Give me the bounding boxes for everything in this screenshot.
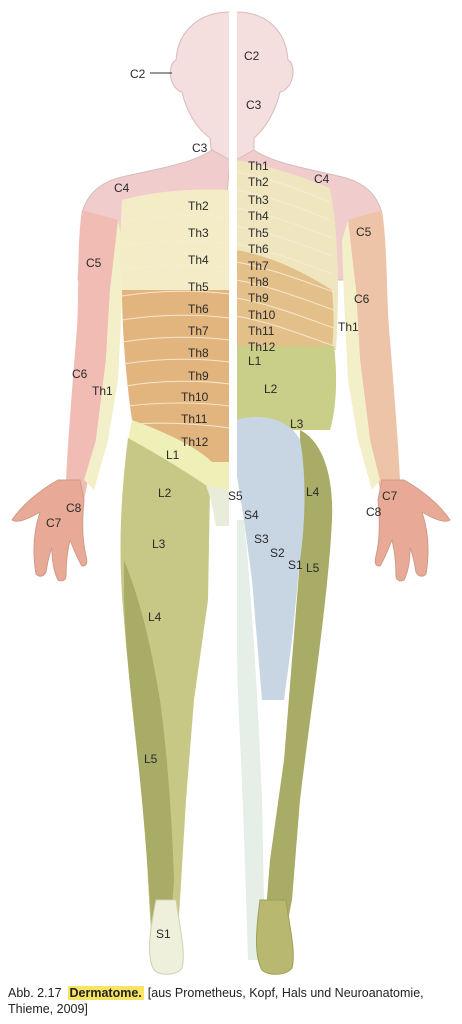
head-right bbox=[235, 11, 294, 161]
label-th12-front: Th12 bbox=[181, 435, 209, 449]
label-c4-right: C4 bbox=[314, 172, 330, 186]
pelvis-left bbox=[128, 420, 230, 490]
label-th7-front: Th7 bbox=[188, 324, 209, 338]
label-c7-right: C7 bbox=[382, 489, 398, 503]
label-th3-back: Th3 bbox=[248, 193, 269, 207]
leg-left bbox=[120, 438, 210, 962]
leg-right-medial bbox=[236, 520, 264, 960]
head-left bbox=[169, 11, 231, 161]
label-th1-right-arm: Th1 bbox=[338, 320, 359, 334]
label-th7-back: Th7 bbox=[248, 259, 269, 273]
caption-number: Abb. 2.17 bbox=[8, 986, 62, 1000]
label-c2-left: C2 bbox=[130, 67, 146, 81]
label-th1-back: Th1 bbox=[248, 159, 269, 173]
arm-inner-right bbox=[342, 220, 380, 490]
leg-right-lateral bbox=[262, 430, 333, 960]
label-th6-front: Th6 bbox=[188, 302, 209, 316]
figure-caption: Abb. 2.17 Dermatome.[aus Prometheus, Kopf… bbox=[8, 985, 454, 1017]
label-l3-left: L3 bbox=[152, 537, 166, 551]
back-lines-right bbox=[235, 171, 335, 347]
label-c7-left: C7 bbox=[46, 516, 62, 530]
body-right-half bbox=[235, 11, 451, 975]
back-thoracic-lower-right bbox=[236, 250, 334, 350]
torso-lower-left bbox=[122, 290, 230, 462]
label-th5-front: Th5 bbox=[188, 280, 209, 294]
label-th6-back: Th6 bbox=[248, 242, 269, 256]
label-th4-back: Th4 bbox=[248, 209, 269, 223]
sacral-right bbox=[236, 416, 308, 700]
label-th11-back: Th11 bbox=[248, 324, 275, 338]
label-c6-right: C6 bbox=[354, 292, 370, 306]
label-th12-back: Th12 bbox=[248, 340, 276, 354]
thoracic-lines-left bbox=[121, 214, 231, 429]
label-c6-left: C6 bbox=[72, 367, 88, 381]
dermatome-diagram: C2 C2 C3 C3 C4 C4 C5 C5 C6 C6 C7 C7 C8 C… bbox=[11, 0, 451, 978]
groin-left bbox=[206, 486, 230, 526]
label-c4-left: C4 bbox=[114, 181, 130, 195]
hand-right bbox=[374, 479, 451, 582]
label-l3-right: L3 bbox=[290, 417, 304, 431]
label-th2-back: Th2 bbox=[248, 175, 269, 189]
label-c5-left: C5 bbox=[86, 256, 102, 270]
leg-left-l4 bbox=[124, 560, 174, 962]
hand-left bbox=[11, 479, 88, 582]
label-th5-back: Th5 bbox=[248, 226, 269, 240]
foot-right bbox=[256, 899, 294, 975]
label-s1-right: S1 bbox=[288, 558, 303, 572]
label-c3-right: C3 bbox=[246, 98, 262, 112]
label-c8-left: C8 bbox=[66, 501, 82, 515]
body-left-half bbox=[11, 11, 231, 975]
label-l4-right: L4 bbox=[306, 485, 320, 499]
label-c2-right: C2 bbox=[244, 49, 260, 63]
label-l5-right: L5 bbox=[306, 561, 320, 575]
arm-inner-left bbox=[84, 220, 122, 490]
lumbar-right bbox=[236, 346, 337, 430]
label-th8-back: Th8 bbox=[248, 275, 269, 289]
label-th8-front: Th8 bbox=[188, 346, 209, 360]
label-th9-front: Th9 bbox=[188, 369, 209, 383]
label-th1-left: Th1 bbox=[92, 384, 113, 398]
label-th11-front: Th11 bbox=[181, 412, 208, 426]
label-s5: S5 bbox=[228, 489, 243, 503]
label-th3-front: Th3 bbox=[188, 226, 209, 240]
torso-upper-left bbox=[120, 189, 230, 300]
foot-left bbox=[149, 899, 184, 975]
label-l1-front: L1 bbox=[166, 448, 180, 462]
label-s1-left: S1 bbox=[156, 927, 171, 941]
label-c3-left: C3 bbox=[192, 141, 208, 155]
label-s2: S2 bbox=[270, 546, 285, 560]
caption-title: Dermatome. bbox=[67, 986, 144, 1000]
label-th10-back: Th10 bbox=[248, 308, 276, 322]
label-s4: S4 bbox=[244, 508, 259, 522]
label-s3: S3 bbox=[254, 532, 269, 546]
label-l2-left: L2 bbox=[158, 486, 172, 500]
label-c8-right: C8 bbox=[366, 505, 382, 519]
label-th9-back: Th9 bbox=[248, 291, 269, 305]
label-th10-front: Th10 bbox=[181, 390, 209, 404]
label-th4-front: Th4 bbox=[188, 253, 209, 267]
dermatome-labels: C2 C2 C3 C3 C4 C4 C5 C5 C6 C6 C7 C7 C8 C… bbox=[46, 49, 398, 941]
label-l2-right: L2 bbox=[264, 382, 278, 396]
arm-outer-right bbox=[348, 210, 408, 520]
label-l1-back: L1 bbox=[248, 354, 262, 368]
center-divider bbox=[229, 0, 237, 978]
label-th2-front: Th2 bbox=[188, 199, 209, 213]
caption-source: [aus Prometheus, Kopf, Hals und Neuroana… bbox=[8, 986, 424, 1016]
label-c5-right: C5 bbox=[356, 225, 372, 239]
label-l4-left: L4 bbox=[148, 610, 162, 624]
label-l5-left: L5 bbox=[144, 752, 158, 766]
arm-outer-left bbox=[58, 210, 118, 520]
